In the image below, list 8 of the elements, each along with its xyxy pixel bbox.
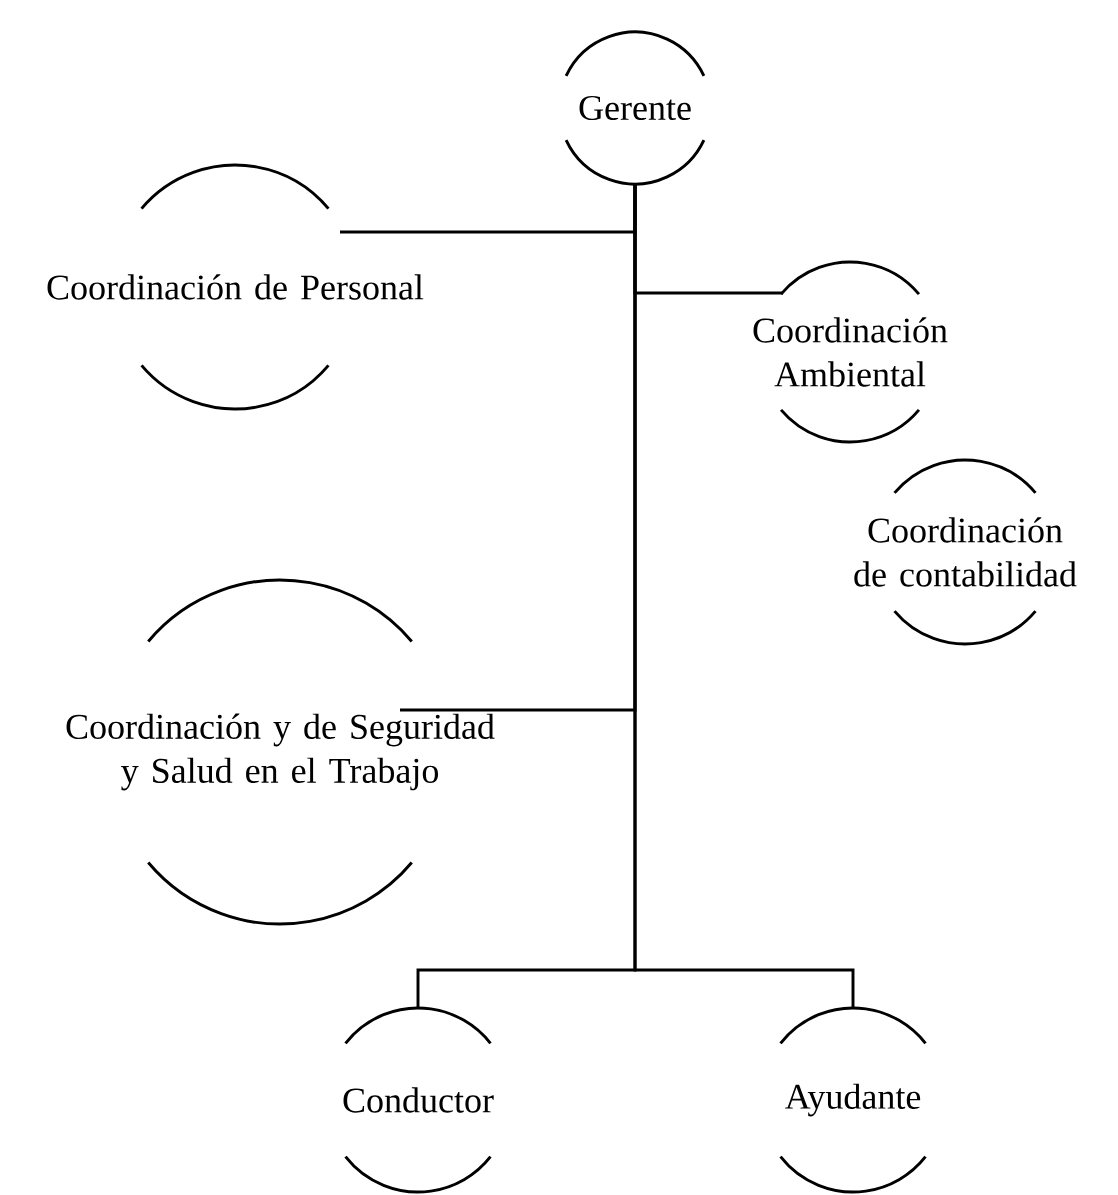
circle-node: Coordinación y de Seguridad y Salud en el Trabajo: [66, 578, 495, 926]
connector-line: [633, 184, 855, 1008]
circle-node: Coordinación de contabilidad: [854, 458, 1077, 646]
circle-node: Gerente: [564, 30, 706, 186]
circle-node: Coordinación Ambiental: [753, 260, 948, 444]
circle-node: Ayudante: [779, 1006, 927, 1194]
circle-node: Conductor: [343, 1006, 494, 1194]
circle-node: Coordinación de Personal: [47, 163, 424, 411]
